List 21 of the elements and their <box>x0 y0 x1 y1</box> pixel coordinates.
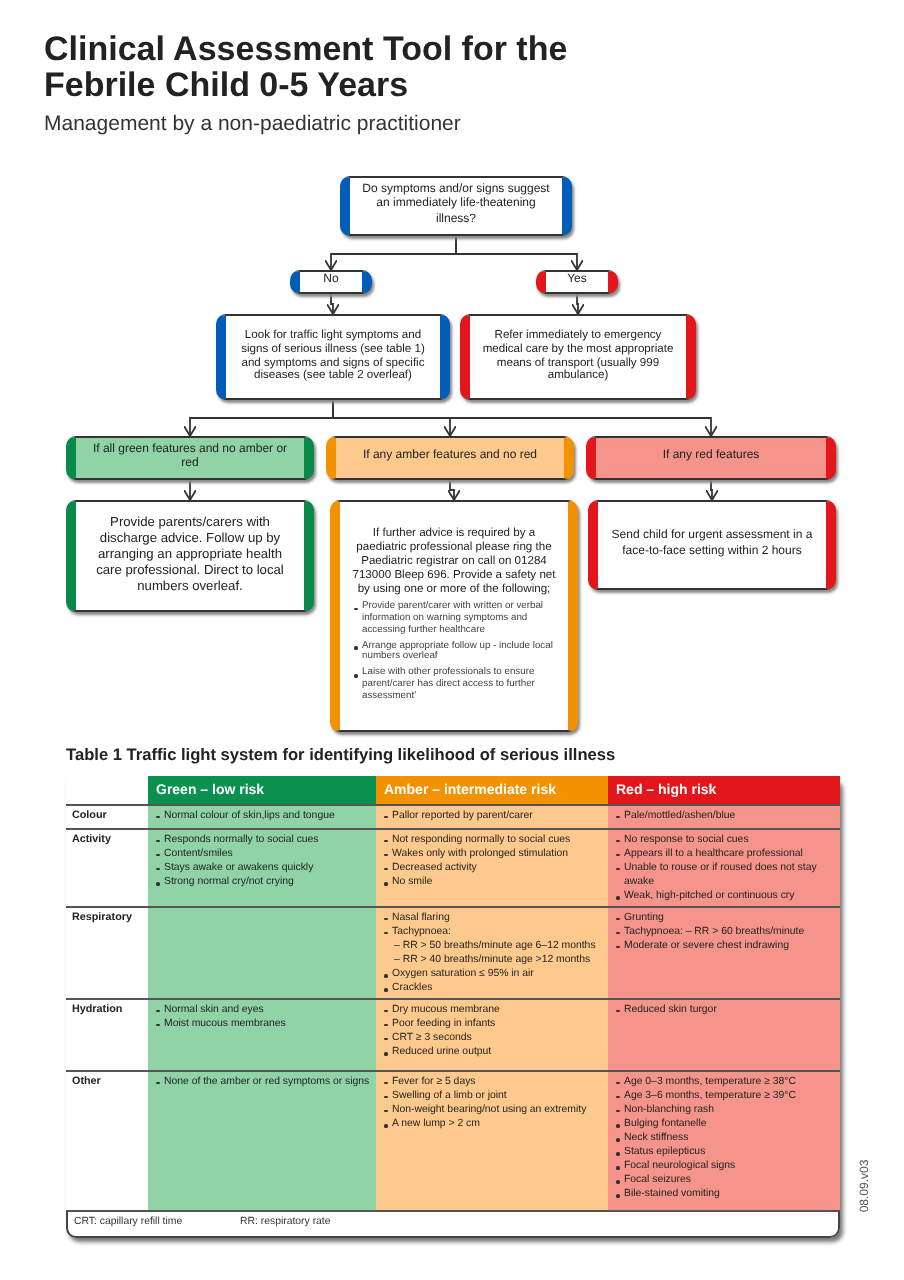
arrow <box>705 479 719 501</box>
condition-box <box>326 436 574 480</box>
condition-box <box>66 436 314 480</box>
subtitle: Management by a non-paediatric practitioner <box>44 112 461 136</box>
arrow <box>447 479 461 501</box>
arrow <box>571 293 585 315</box>
title: Clinical Assessment Tool for the Febrile Child 0-5 Years <box>44 32 570 104</box>
process-box <box>460 314 696 400</box>
condition-box <box>586 436 836 480</box>
arrow <box>183 479 197 501</box>
answer-box <box>290 270 372 294</box>
arrow <box>455 235 584 271</box>
question-box <box>340 176 572 236</box>
arrow <box>332 399 718 437</box>
action-box <box>588 500 836 590</box>
answer-box <box>536 270 618 294</box>
arrow <box>326 293 340 315</box>
table-title: Table 1 Traffic light system for identifying likelihood of serious illness <box>66 744 616 764</box>
action-box <box>330 500 578 732</box>
action-box <box>66 500 314 612</box>
process-box <box>216 314 450 400</box>
